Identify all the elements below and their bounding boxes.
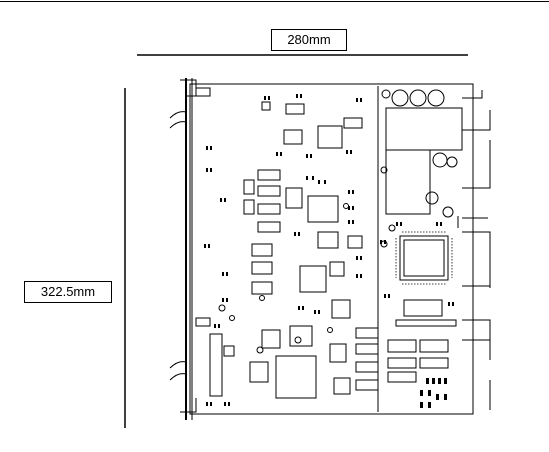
main-processor-chip [395,231,453,285]
left-column-ics [243,169,281,295]
callout-lines [457,90,491,410]
mounting-holes [218,203,396,354]
center-ics [261,101,363,293]
height-dimension-label: 322.5mm [24,281,112,303]
capacitor-cluster [380,89,458,218]
lower-ics [209,299,379,399]
passive-components [204,94,454,406]
power-module [385,107,463,215]
width-dimension-label: 280mm [271,29,347,51]
ejector-handle-top [169,79,211,129]
ejector-handle-bottom [169,317,211,413]
top-border-line [0,1,549,2]
component-markings-right [420,378,447,408]
board-outline [185,78,474,420]
memory-chips [387,299,457,383]
